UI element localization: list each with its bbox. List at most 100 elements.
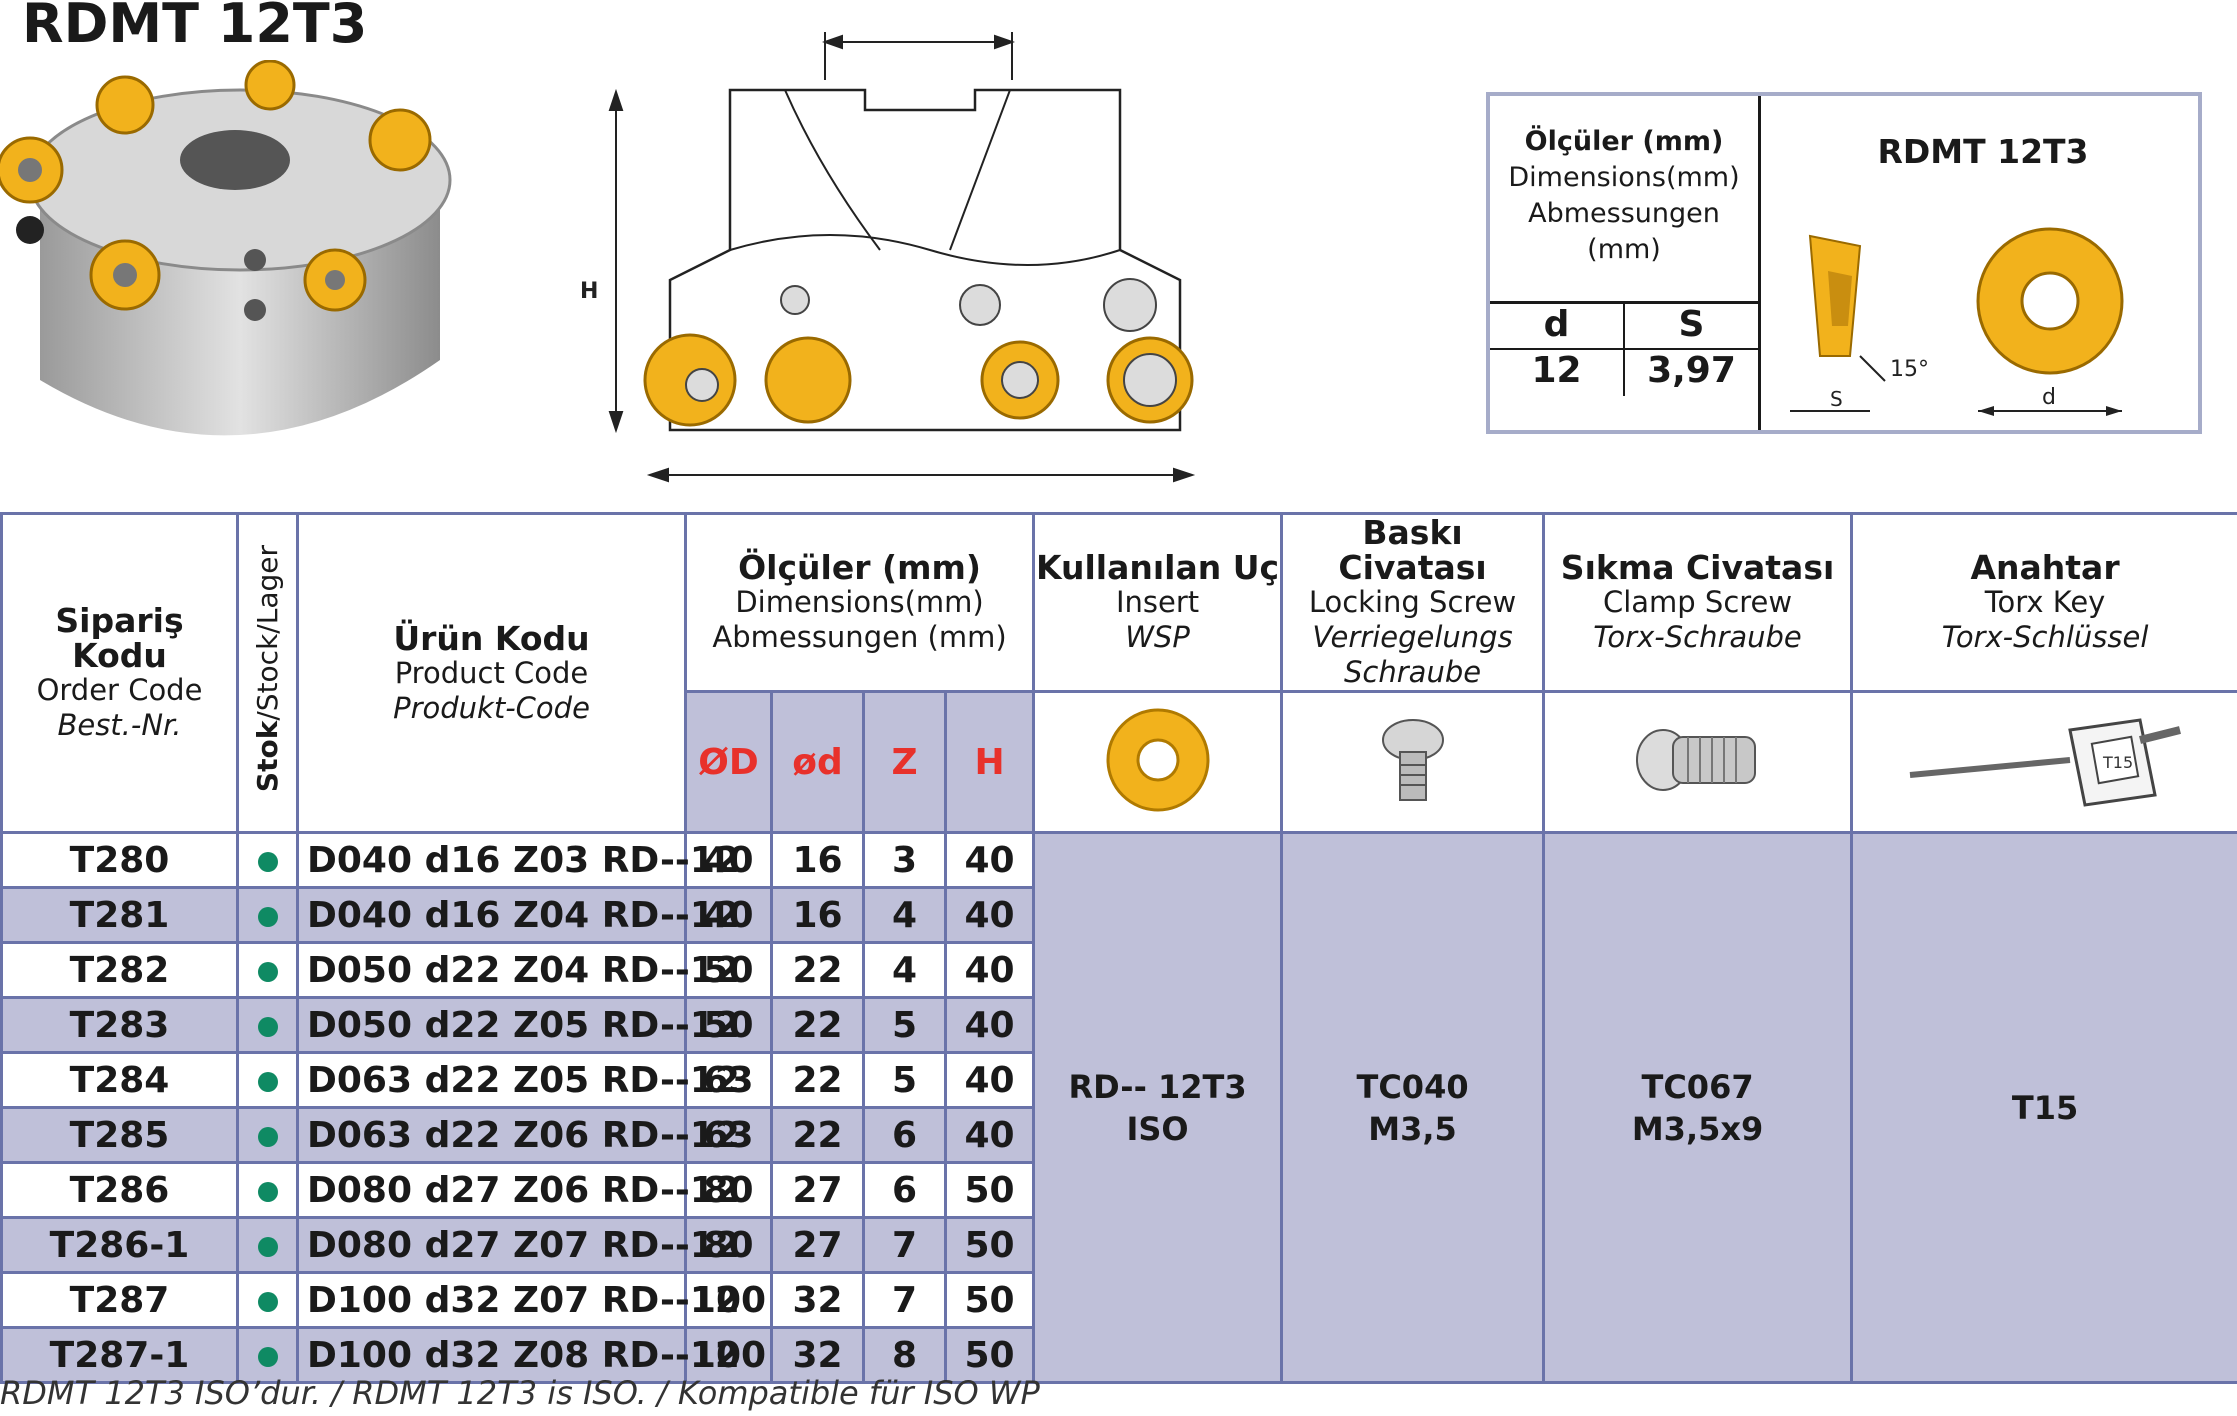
dim-Z: 3	[862, 831, 947, 889]
dim-Z: 4	[862, 886, 947, 944]
cutter-technical-drawing: H	[580, 32, 1196, 483]
dim-H: 40	[943, 831, 1036, 889]
dim-d: 22	[770, 1106, 865, 1164]
dim-Z: 4	[862, 941, 947, 999]
order-code: T281	[0, 886, 239, 944]
clamp-screw-image-cell	[1542, 690, 1854, 834]
dim-D: 40	[684, 886, 773, 944]
spec-val-d: 12	[1531, 350, 1582, 391]
spec-val-s: 3,97	[1647, 350, 1736, 391]
dim-D: 100	[684, 1326, 773, 1384]
dim-D: 50	[684, 941, 773, 999]
header-insert: Kullanılan Uç Insert WSP	[1032, 512, 1284, 693]
insert-s-label: S	[1830, 387, 1843, 411]
stock-dot-icon	[257, 906, 278, 927]
dim-d: 22	[770, 941, 865, 999]
stock-cell	[236, 1051, 299, 1109]
dim-Z: 6	[862, 1106, 947, 1164]
spec-divider	[1758, 96, 1761, 430]
product-code: D063 d22 Z06 RD--12	[296, 1106, 740, 1164]
insert-image-cell	[1032, 690, 1284, 834]
order-code: T284	[0, 1051, 239, 1109]
torx-key-value: T15	[1850, 831, 2237, 1384]
table-row: T280 D040 d16 Z03 RD--12 40 16 3 40 RD--…	[0, 831, 2237, 1384]
product-code: D080 d27 Z07 RD--12	[296, 1216, 740, 1274]
dim-Z: 8	[862, 1326, 947, 1384]
order-code: T285	[0, 1106, 239, 1164]
spec-head-de: Abmessungen	[1528, 198, 1720, 229]
header-dimensions: Ölçüler (mm) Dimensions(mm) Abmessungen …	[683, 512, 1036, 693]
stock-dot-icon	[257, 851, 278, 872]
stock-cell	[236, 1216, 299, 1274]
product-code: D040 d16 Z03 RD--12	[296, 831, 740, 889]
insert-geometry-drawing: 15° S d	[1790, 227, 2124, 416]
insert-icon	[1106, 708, 1210, 812]
dim-H: 40	[943, 1106, 1036, 1164]
spec-insert-title: RDMT 12T3	[1877, 132, 2089, 171]
torx-key-icon: T15	[1909, 718, 2182, 807]
subheader-inner-diameter: ød	[770, 690, 865, 834]
stock-dot-icon	[257, 1126, 278, 1147]
stock-dot-icon	[257, 1346, 278, 1367]
milling-cutter-photo	[0, 60, 452, 436]
stock-cell	[236, 1326, 299, 1384]
stock-cell	[236, 941, 299, 999]
dim-D: 63	[684, 1106, 773, 1164]
order-code: T282	[0, 941, 239, 999]
drawing-h-label: H	[580, 279, 598, 304]
subheader-outer-diameter: ØD	[684, 690, 773, 834]
spec-head-en: Dimensions(mm)	[1508, 162, 1740, 193]
stock-cell	[236, 886, 299, 944]
table-row: T287-1 D100 d32 Z08 RD--12 100 32 8 50	[0, 1326, 2237, 1384]
order-code: T283	[0, 996, 239, 1054]
table-row: T286 D080 d27 Z06 RD--12 80 27 6 50	[0, 1161, 2237, 1219]
product-table: Sipariş Kodu Order Code Best.-Nr. Stok/S…	[0, 512, 2237, 1384]
spec-head-unit: (mm)	[1587, 234, 1661, 265]
dim-d: 16	[770, 886, 865, 944]
footer-note: RDMT 12T3 ISO’dur. / RDMT 12T3 is ISO. /…	[0, 1374, 1040, 1412]
dim-H: 40	[943, 1051, 1036, 1109]
dim-H: 40	[943, 941, 1036, 999]
table-row: T281 D040 d16 Z04 RD--12 40 16 4 40	[0, 886, 2237, 944]
table-row: T287 D100 d32 Z07 RD--12 100 32 7 50	[0, 1271, 2237, 1329]
product-code: D050 d22 Z04 RD--12	[296, 941, 740, 999]
dim-d: 32	[770, 1271, 865, 1329]
header-clamp-screw: Sıkma Civatası Clamp Screw Torx-Schraube	[1542, 512, 1854, 693]
clamp-screw-icon	[1635, 729, 1756, 791]
product-code: D100 d32 Z08 RD--12	[296, 1326, 740, 1384]
dim-D: 40	[684, 831, 773, 889]
dim-d: 32	[770, 1326, 865, 1384]
torx-key-image-cell: T15	[1850, 690, 2237, 834]
product-code: D100 d32 Z07 RD--12	[296, 1271, 740, 1329]
stock-dot-icon	[257, 1236, 278, 1257]
dim-d: 27	[770, 1161, 865, 1219]
header-stock: Stok/Stock/Lager	[236, 512, 299, 834]
subheader-teeth: Z	[862, 690, 947, 834]
spec-grid: d S 12 3,97	[1490, 301, 1758, 396]
dim-D: 80	[684, 1216, 773, 1274]
header-locking-screw: Baskı Civatası Locking Screw Verriegelun…	[1280, 512, 1546, 693]
page-title: RDMT 12T3	[22, 0, 368, 55]
dim-d: 27	[770, 1216, 865, 1274]
header-product-code: Ürün Kodu Product Code Produkt-Code	[296, 512, 687, 834]
stock-cell	[236, 831, 299, 889]
dim-Z: 5	[862, 1051, 947, 1109]
torx-key-tag: T15	[2102, 753, 2133, 772]
product-code: D050 d22 Z05 RD--12	[296, 996, 740, 1054]
table-row: T282 D050 d22 Z04 RD--12 50 22 4 40	[0, 941, 2237, 999]
dim-H: 50	[943, 1326, 1036, 1384]
dim-d: 22	[770, 996, 865, 1054]
table-row: T283 D050 d22 Z05 RD--12 50 22 5 40	[0, 996, 2237, 1054]
stock-dot-icon	[257, 1291, 278, 1312]
stock-cell	[236, 1106, 299, 1164]
dim-H: 50	[943, 1271, 1036, 1329]
table-row: T284 D063 d22 Z05 RD--12 63 22 5 40	[0, 1051, 2237, 1109]
dim-Z: 5	[862, 996, 947, 1054]
spec-head-title: Ölçüler (mm)	[1524, 126, 1724, 157]
insert-angle-label: 15°	[1890, 357, 1929, 382]
header-torx-key: Anahtar Torx Key Torx-Schlüssel	[1850, 512, 2237, 693]
stock-dot-icon	[257, 1181, 278, 1202]
